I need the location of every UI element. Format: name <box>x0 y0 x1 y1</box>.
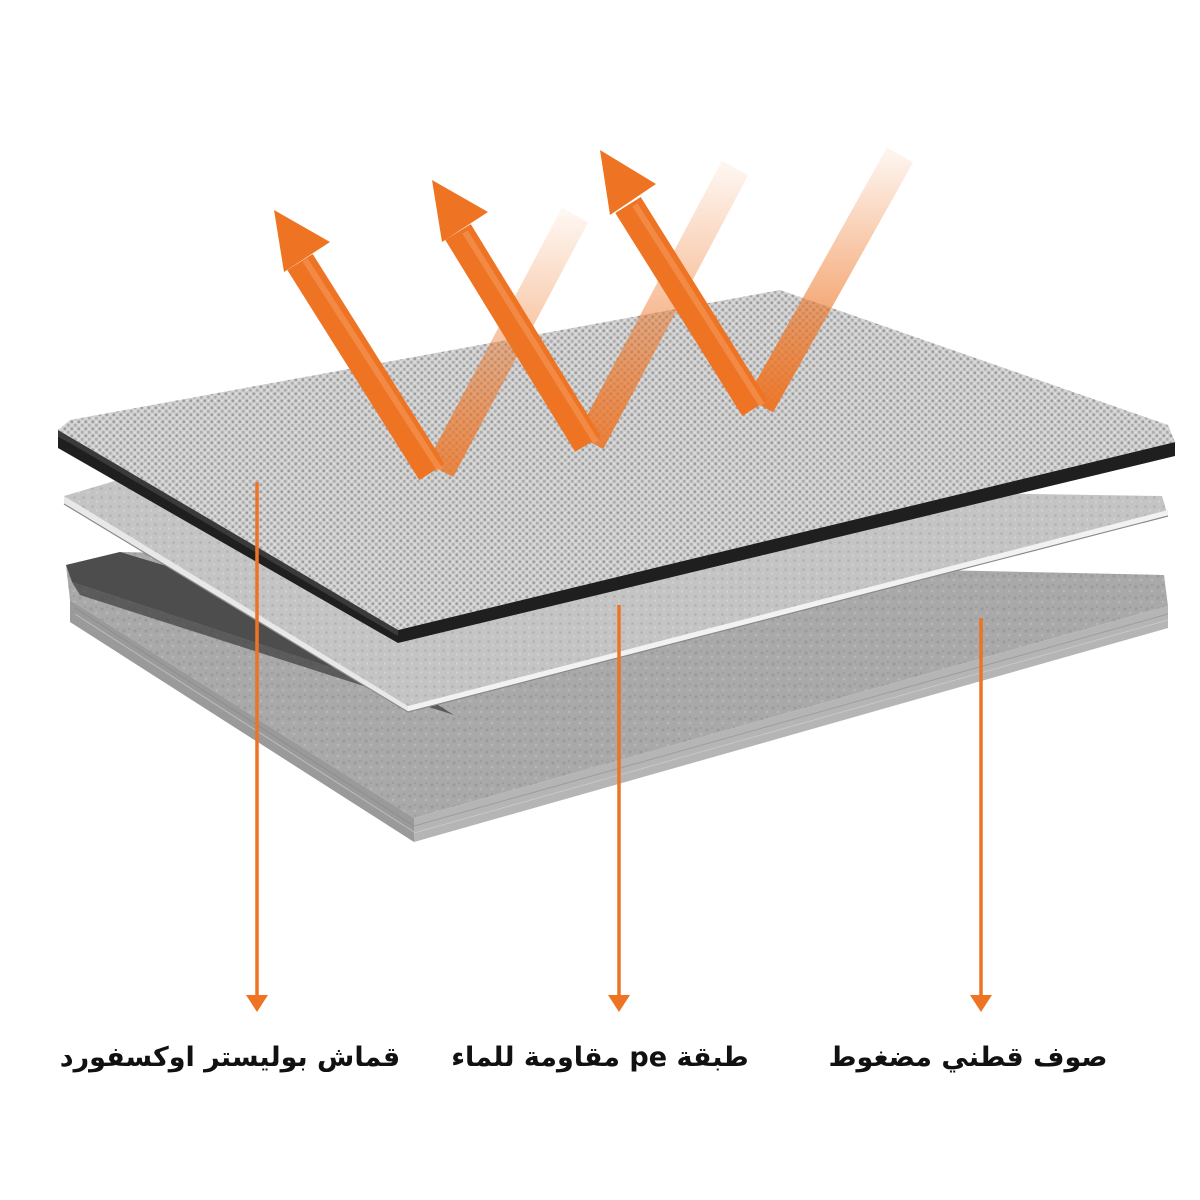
layer-oxford-fabric <box>58 290 1175 643</box>
arrow-head-3 <box>600 150 656 215</box>
label-compressed-cotton-wool: صوف قطني مضغوط <box>828 1042 1108 1073</box>
pointer-cotton-wool <box>970 618 992 1012</box>
callout-pointers <box>246 482 992 1012</box>
label-pe-waterproof-layer: طبقة pe مقاومة للماء <box>451 1042 749 1073</box>
arrow-head-1 <box>274 210 330 272</box>
heat-reflection-arrows <box>274 147 914 480</box>
pointer-oxford-fabric <box>246 482 268 1012</box>
pointer-arrow-head <box>246 995 268 1012</box>
pointer-pe-film <box>608 605 630 1012</box>
pointer-arrow-head <box>608 995 630 1012</box>
arrow-head-2 <box>432 180 488 242</box>
pointer-arrow-head <box>970 995 992 1012</box>
label-oxford-fabric: قماش بوليستر اوكسفورد <box>59 1042 401 1073</box>
